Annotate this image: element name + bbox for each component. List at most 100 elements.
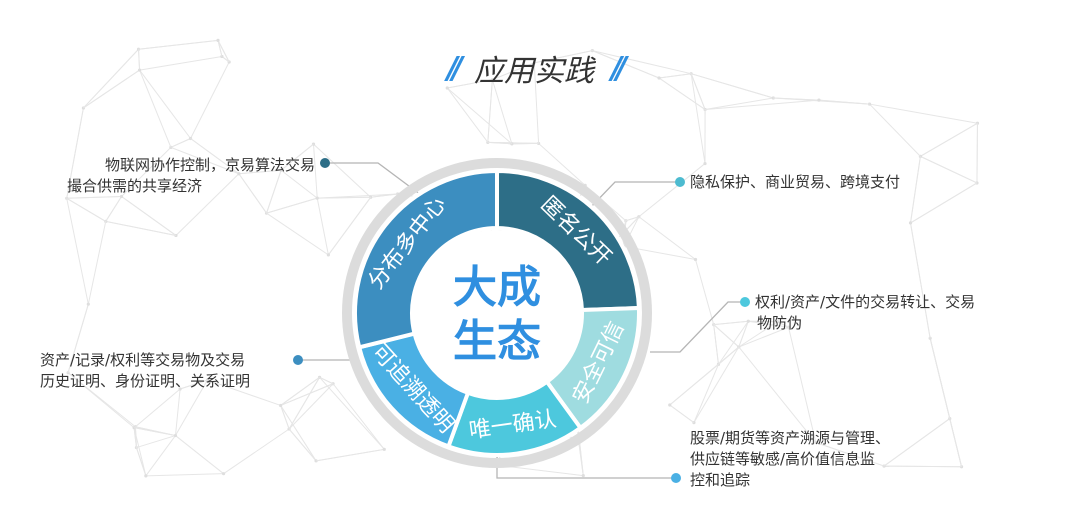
mesh-line	[280, 383, 334, 406]
callout-traceable: 股票/期货等资产溯源与管理、 供应链等敏感/高价值信息监 控和追踪	[690, 428, 1010, 491]
mesh-node	[657, 76, 661, 80]
mesh-line	[175, 379, 208, 436]
mesh-line	[500, 465, 584, 477]
mesh-line	[534, 50, 593, 64]
mesh-line	[910, 182, 978, 224]
mesh-line	[280, 405, 317, 462]
mesh-line	[139, 69, 191, 139]
mesh-line	[238, 169, 282, 175]
mesh-line	[121, 196, 177, 236]
mesh-line	[920, 155, 978, 184]
mesh-line	[280, 169, 318, 199]
mesh-line	[446, 87, 489, 143]
mesh-line	[533, 62, 540, 144]
callout-dot	[675, 177, 685, 187]
callout-line: 控和追踪	[690, 471, 751, 489]
mesh-line	[315, 448, 385, 462]
callout-line: 资产/记录/权利等交易物及交易	[40, 351, 246, 369]
mesh-line	[773, 97, 819, 101]
mesh-line	[138, 39, 219, 50]
mesh-line	[447, 79, 493, 89]
mesh-line	[446, 87, 513, 145]
mesh-line	[238, 173, 267, 214]
callout-dots	[293, 158, 750, 483]
connector-line	[650, 301, 745, 353]
section-header: // 应用实践 //	[0, 46, 1068, 90]
callout-dot	[740, 297, 750, 307]
mesh-node	[137, 68, 142, 72]
callout-dot	[671, 473, 681, 483]
mesh-lines	[65, 38, 980, 478]
mesh-line	[638, 216, 696, 260]
mesh-node	[326, 253, 330, 257]
mesh-node	[537, 141, 541, 146]
mesh-node	[775, 320, 780, 324]
mesh-line	[145, 473, 224, 477]
mesh-line	[910, 156, 921, 223]
mesh-line	[884, 465, 962, 468]
mesh-line	[288, 383, 334, 430]
mesh-line	[487, 141, 512, 145]
mesh-line	[788, 327, 817, 443]
mesh-line	[869, 103, 921, 157]
mesh-line	[332, 383, 385, 450]
mesh-line	[690, 73, 706, 110]
mesh-node	[928, 336, 932, 340]
section-title: 应用实践	[474, 54, 594, 89]
mesh-node	[173, 433, 178, 438]
mesh-line	[705, 97, 774, 111]
mesh-line	[280, 143, 314, 171]
mesh-node	[216, 38, 220, 42]
mesh-line	[487, 79, 493, 143]
mesh-line	[748, 320, 789, 328]
mesh-line	[669, 404, 695, 424]
mesh-line	[133, 427, 176, 437]
mesh-line	[67, 372, 136, 428]
mesh-line	[669, 346, 740, 406]
mesh-node	[221, 472, 226, 476]
mesh-line	[815, 442, 885, 467]
mesh-line	[313, 143, 372, 198]
mesh-line	[190, 61, 230, 139]
mesh-line	[738, 346, 817, 443]
mesh-line	[175, 173, 240, 236]
mesh-line	[319, 376, 334, 385]
mesh-node	[908, 221, 913, 225]
mesh-line	[738, 321, 749, 348]
mesh-line	[139, 69, 172, 148]
mesh-line	[713, 324, 740, 348]
mesh-line	[690, 73, 706, 164]
mesh-line	[174, 388, 181, 436]
mesh-line	[67, 304, 89, 373]
mesh-line	[491, 79, 513, 145]
mesh-node	[315, 196, 319, 200]
mesh-line	[312, 144, 318, 199]
mesh-line	[105, 196, 122, 222]
mesh-line	[170, 138, 191, 148]
center-circle	[414, 230, 580, 396]
mesh-line	[638, 163, 706, 218]
callout-anonymous: 物联网协作控制，京易算法交易 撮合供需的共享经济	[40, 155, 315, 197]
mesh-node	[144, 474, 148, 478]
callout-unique: 权利/资产/文件的交易转让、交易 物防伪	[755, 292, 1055, 334]
mesh-line	[713, 320, 749, 326]
mesh-line	[492, 62, 535, 81]
mesh-line	[66, 197, 106, 222]
mesh-line	[658, 77, 706, 110]
mesh-node	[867, 102, 872, 106]
mesh-line	[175, 435, 224, 475]
mesh-line	[170, 146, 240, 175]
callout-line: 权利/资产/文件的交易转让、交易	[755, 293, 976, 311]
mesh-line	[658, 73, 692, 79]
center-title-line1: 大成	[453, 262, 541, 313]
center-title-line2: 生态	[453, 316, 541, 367]
callout-line: 物联网协作控制，京易算法交易	[104, 156, 315, 174]
mesh-line	[883, 418, 951, 467]
mesh-line	[288, 428, 317, 462]
mesh-line	[66, 195, 122, 199]
mesh-line	[136, 435, 176, 449]
mesh-line	[538, 143, 586, 186]
callout-line: 隐私保护、商业贸易、跨境支付	[690, 173, 901, 191]
